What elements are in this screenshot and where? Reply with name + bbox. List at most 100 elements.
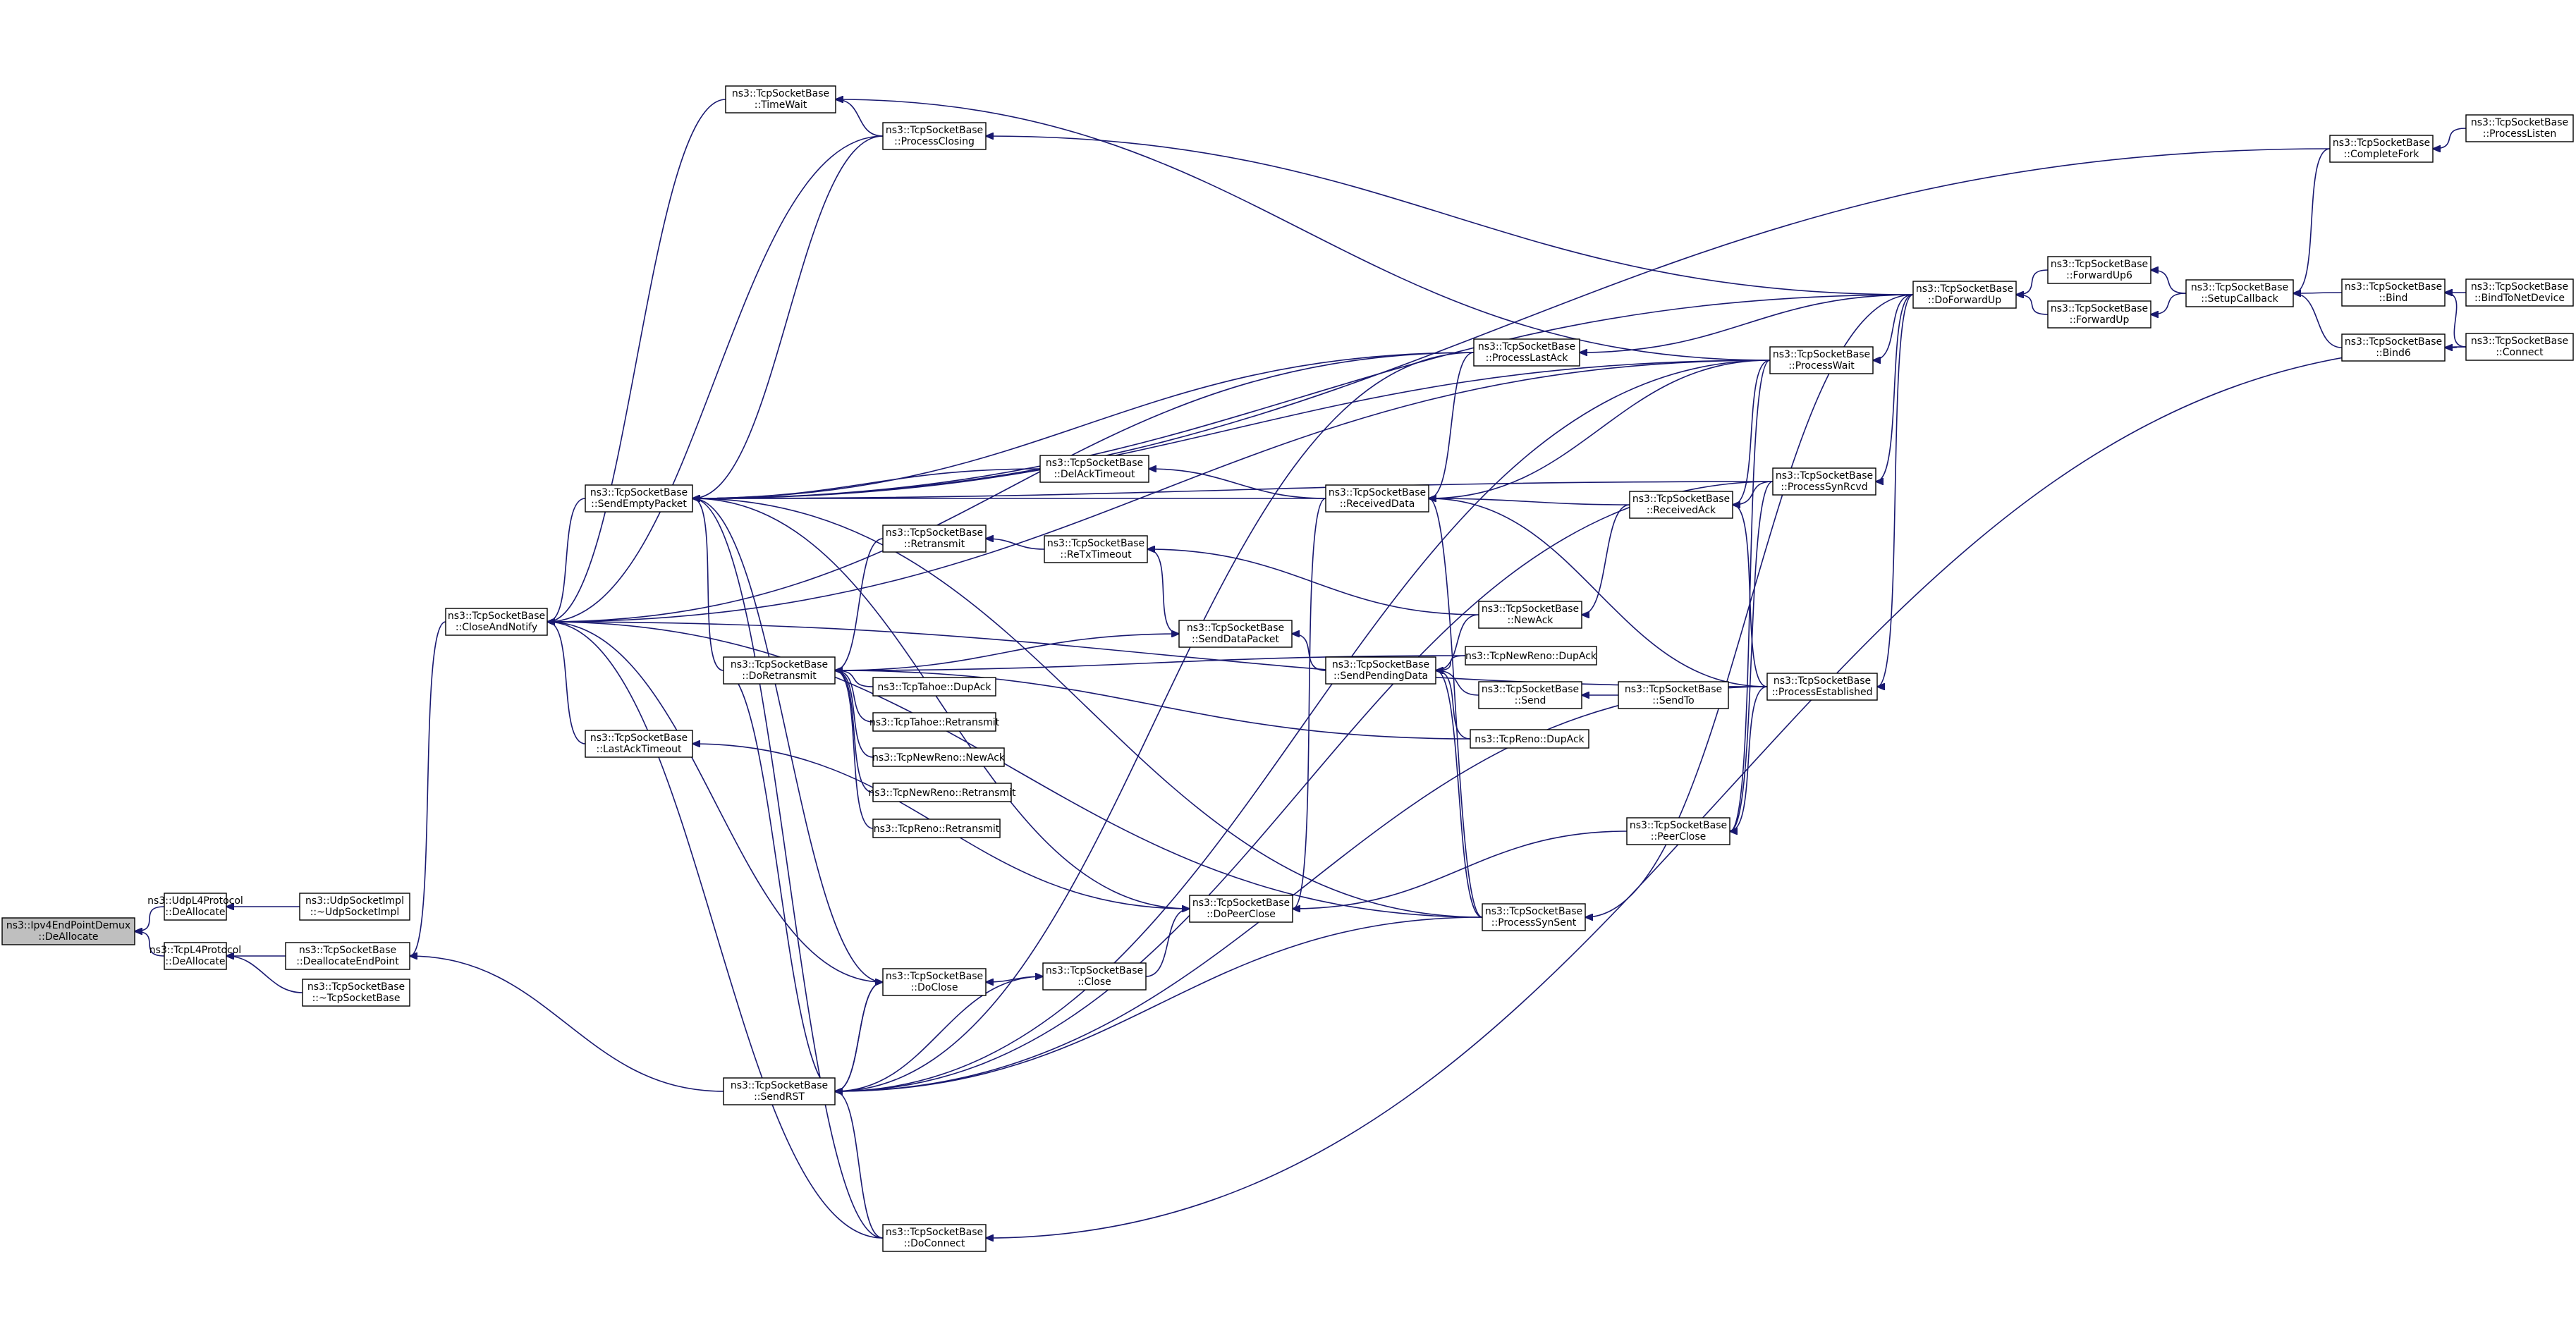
node-label-line: ns3::TcpSocketBase bbox=[1630, 820, 1727, 831]
node-send-empty[interactable]: ns3::TcpSocketBase::SendEmptyPacket bbox=[585, 484, 693, 513]
node-doretransmit[interactable]: ns3::TcpSocketBase::DoRetransmit bbox=[723, 656, 836, 685]
node-demux[interactable]: ns3::Ipv4EndPointDemux::DeAllocate bbox=[1, 917, 135, 945]
node-received-ack[interactable]: ns3::TcpSocketBase::ReceivedAck bbox=[1629, 491, 1733, 519]
node-proc-lastack[interactable]: ns3::TcpSocketBase::ProcessLastAck bbox=[1473, 338, 1580, 367]
node-dealloc[interactable]: ns3::TcpSocketBase::DeallocateEndPoint bbox=[285, 942, 410, 970]
node-box bbox=[1772, 467, 1876, 496]
node-label-line: ns3::TcpSocketBase bbox=[590, 733, 688, 744]
node-close-notify[interactable]: ns3::TcpSocketBase::CloseAndNotify bbox=[445, 608, 548, 636]
node-lastack-to[interactable]: ns3::TcpSocketBase::LastAckTimeout bbox=[585, 730, 693, 758]
node-proc-wait[interactable]: ns3::TcpSocketBase::ProcessWait bbox=[1769, 346, 1874, 374]
node-label-line: ::SetupCallback bbox=[2201, 293, 2278, 305]
edge-reno_dupack-to-send_pending bbox=[1436, 670, 1471, 740]
node-doforwardup[interactable]: ns3::TcpSocketBase::DoForwardUp bbox=[1912, 281, 2017, 309]
node-label-line: ns3::TcpSocketBase bbox=[886, 971, 983, 982]
node-box bbox=[723, 1077, 836, 1105]
node-label-line: ::DoRetransmit bbox=[742, 670, 817, 682]
node-bind6[interactable]: ns3::TcpSocketBase::Bind6 bbox=[2341, 333, 2446, 362]
node-box bbox=[723, 656, 836, 685]
node-proc-listen[interactable]: ns3::TcpSocketBase::ProcessListen bbox=[2465, 114, 2574, 142]
edge-newack-to-retx_to bbox=[1147, 549, 1479, 615]
node-completefork[interactable]: ns3::TcpSocketBase::CompleteFork bbox=[2329, 135, 2434, 163]
node-doconnect[interactable]: ns3::TcpSocketBase::DoConnect bbox=[882, 1224, 987, 1252]
edge-doforwardup-to-proc_closing bbox=[986, 136, 1914, 295]
node-reno-retx[interactable]: ns3::TcpReno::Retransmit bbox=[872, 819, 1001, 838]
edge-doconnect-to-close_notify bbox=[547, 622, 884, 1239]
node-proc-established[interactable]: ns3::TcpSocketBase::ProcessEstablished bbox=[1766, 673, 1878, 701]
node-dtor[interactable]: ns3::TcpSocketBase::~TcpSocketBase bbox=[302, 979, 410, 1007]
node-label-line: ns3::UdpSocketImpl bbox=[305, 895, 404, 907]
node-label-line: ::CloseAndNotify bbox=[456, 622, 537, 633]
node-doclose[interactable]: ns3::TcpSocketBase::DoClose bbox=[882, 968, 987, 996]
node-label-line: ns3::TcpSocketBase bbox=[1478, 341, 1575, 353]
node-label-line: ns3::TcpSocketBase bbox=[1774, 675, 1871, 687]
node-delack[interactable]: ns3::TcpSocketBase::DelAckTimeout bbox=[1039, 455, 1149, 483]
edge-completefork-to-setupcb bbox=[2293, 148, 2331, 293]
edge-setupcb-to-forwardup bbox=[2151, 293, 2187, 314]
node-forwardup[interactable]: ns3::TcpSocketBase::ForwardUp bbox=[2047, 300, 2151, 329]
node-proc-closing[interactable]: ns3::TcpSocketBase::ProcessClosing bbox=[882, 122, 987, 150]
node-label-line: ::Close bbox=[1078, 976, 1111, 988]
node-tahoe-dupack[interactable]: ns3::TcpTahoe::DupAck bbox=[872, 677, 996, 697]
node-box bbox=[2329, 135, 2434, 163]
node-label-line: ns3::TcpReno::Retransmit bbox=[874, 823, 1000, 835]
node-proc-synrcvd[interactable]: ns3::TcpSocketBase::ProcessSynRcvd bbox=[1772, 467, 1876, 496]
node-retransmit[interactable]: ns3::TcpSocketBase::Retransmit bbox=[882, 525, 987, 553]
node-newreno-retx[interactable]: ns3::TcpNewReno::Retransmit bbox=[868, 783, 1016, 802]
node-bindnetdev[interactable]: ns3::TcpSocketBase::BindToNetDevice bbox=[2465, 278, 2574, 307]
node-send[interactable]: ns3::TcpSocketBase::Send bbox=[1478, 681, 1582, 709]
node-udpsock[interactable]: ns3::UdpSocketImpl::~UdpSocketImpl bbox=[299, 893, 410, 921]
node-label-line: ns3::TcpSocketBase bbox=[1329, 487, 1426, 498]
node-send-pending[interactable]: ns3::TcpSocketBase::SendPendingData bbox=[1325, 656, 1436, 685]
edge-send_empty-to-close_notify bbox=[547, 498, 586, 622]
node-sendrst[interactable]: ns3::TcpSocketBase::SendRST bbox=[723, 1077, 836, 1105]
node-box bbox=[1039, 455, 1149, 483]
node-setupcb[interactable]: ns3::TcpSocketBase::SetupCallback bbox=[2185, 279, 2294, 307]
node-box bbox=[2047, 256, 2151, 284]
node-label-line: ns3::TcpSocketBase bbox=[1482, 684, 1579, 695]
node-tcp4[interactable]: ns3::TcpL4Protocol::DeAllocate bbox=[149, 942, 241, 970]
node-label-line: ns3::TcpSocketBase bbox=[448, 611, 545, 622]
edge-dtor-to-tcp4 bbox=[226, 956, 303, 993]
node-peerclose[interactable]: ns3::TcpSocketBase::PeerClose bbox=[1626, 817, 1730, 845]
node-box bbox=[872, 783, 1012, 802]
node-forwardup6[interactable]: ns3::TcpSocketBase::ForwardUp6 bbox=[2047, 256, 2151, 284]
node-close[interactable]: ns3::TcpSocketBase::Close bbox=[1042, 962, 1147, 991]
node-newreno-newack[interactable]: ns3::TcpNewReno::NewAck bbox=[872, 747, 1006, 767]
node-bind[interactable]: ns3::TcpSocketBase::Bind bbox=[2341, 278, 2446, 307]
node-tahoe-retx[interactable]: ns3::TcpTahoe::Retransmit bbox=[869, 712, 1000, 732]
node-box bbox=[2047, 300, 2151, 329]
node-proc-synsent[interactable]: ns3::TcpSocketBase::ProcessSynSent bbox=[1482, 903, 1586, 931]
node-label-line: ::ReceivedData bbox=[1340, 498, 1415, 510]
node-box bbox=[1178, 620, 1293, 648]
node-reno-dupack[interactable]: ns3::TcpReno::DupAck bbox=[1470, 729, 1589, 749]
node-newack[interactable]: ns3::TcpSocketBase::NewAck bbox=[1478, 601, 1582, 629]
node-timewait[interactable]: ns3::TcpSocketBase::TimeWait bbox=[725, 85, 836, 114]
node-label-line: ns3::TcpSocketBase bbox=[1482, 603, 1579, 615]
node-label-line: ::~UdpSocketImpl bbox=[310, 907, 400, 918]
node-label-line: ns3::Ipv4EndPointDemux bbox=[6, 920, 130, 931]
node-label-line: ::ProcessClosing bbox=[894, 136, 975, 147]
node-label-line: ns3::TcpNewReno::DupAck bbox=[1465, 651, 1597, 662]
node-received-data[interactable]: ns3::TcpSocketBase::ReceivedData bbox=[1325, 484, 1429, 513]
node-box bbox=[872, 712, 996, 732]
node-udp4[interactable]: ns3::UdpL4Protocol::DeAllocate bbox=[147, 893, 243, 921]
edge-proc_wait-to-close_notify bbox=[547, 360, 1771, 622]
node-label-line: ::LastAckTimeout bbox=[597, 744, 682, 755]
node-newreno-dupack[interactable]: ns3::TcpNewReno::DupAck bbox=[1465, 646, 1597, 666]
node-sendto[interactable]: ns3::TcpSocketBase::SendTo bbox=[1618, 681, 1729, 709]
node-label-line: ::SendPendingData bbox=[1333, 670, 1428, 682]
edge-doforwardup-to-send_empty bbox=[692, 294, 1914, 498]
edge-doconnect-to-sendrst bbox=[835, 1091, 884, 1239]
node-retx-to[interactable]: ns3::TcpSocketBase::ReTxTimeout bbox=[1044, 535, 1148, 563]
node-label-line: ::ForwardUp6 bbox=[2066, 270, 2132, 281]
node-label-line: ::SendDataPacket bbox=[1192, 634, 1279, 645]
node-label-line: ::DoForwardUp bbox=[1928, 295, 2001, 306]
node-box bbox=[1912, 281, 2017, 309]
edge-setupcb-to-forwardup6 bbox=[2151, 270, 2187, 294]
edge-doforwardup-to-proc_wait bbox=[1873, 294, 1914, 360]
node-connect[interactable]: ns3::TcpSocketBase::Connect bbox=[2465, 333, 2574, 361]
node-dopeerclose[interactable]: ns3::TcpSocketBase::DoPeerClose bbox=[1189, 895, 1293, 923]
node-senddata[interactable]: ns3::TcpSocketBase::SendDataPacket bbox=[1178, 620, 1293, 648]
node-box bbox=[1618, 681, 1729, 709]
